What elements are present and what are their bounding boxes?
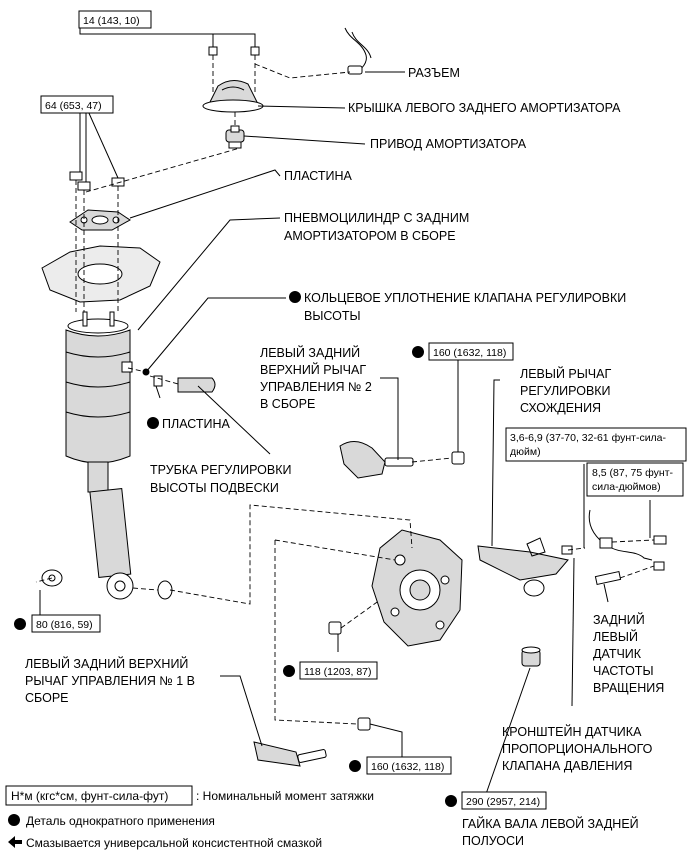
label-plate-mid: ПЛАСТИНА — [162, 417, 231, 431]
torque-36: 3,6-6,9 (37-70, 32-61 фунт-сила- дюйм) — [505, 427, 687, 462]
single-use-marker-plate — [147, 417, 159, 429]
torque-118: 118 (1203, 87) — [283, 661, 378, 680]
label-air-cylinder-1: ПНЕВМОЦИЛИНДР С ЗАДНИМ — [284, 211, 469, 225]
torque-85: 8,5 (87, 75 фунт- сила-дюймов) — [586, 462, 684, 497]
label-bracket-3: КЛАПАНА ДАВЛЕНИЯ — [502, 759, 632, 773]
part-labels: РАЗЪЕМ КРЫШКА ЛЕВОГО ЗАДНЕГО АМОРТИЗАТОР… — [25, 66, 664, 848]
label-speed-sensor-3: ДАТЧИК — [593, 647, 642, 661]
label-upper-arm1-2: РЫЧАГ УПРАВЛЕНИЯ № 1 В — [25, 674, 195, 688]
label-air-cylinder-2: АМОРТИЗАТОРОМ В СБОРЕ — [284, 229, 456, 243]
legend-unit-box — [5, 785, 193, 806]
torque-80: 80 (816, 59) — [14, 614, 101, 633]
label-toe-arm-1: ЛЕВЫЙ РЫЧАГ — [520, 366, 611, 381]
parts-illustration — [41, 27, 667, 767]
mount-nuts — [69, 171, 125, 191]
label-speed-sensor-4: ЧАСТОТЫ — [593, 664, 654, 678]
knuckle — [328, 529, 463, 647]
height-valve-parts — [142, 368, 216, 393]
label-bracket-1: КРОНШТЕЙН ДАТЧИКА — [502, 724, 642, 739]
label-upper-arm2-1: ЛЕВЫЙ ЗАДНИЙ — [260, 345, 360, 360]
label-speed-sensor-2: ЛЕВЫЙ — [593, 629, 638, 644]
label-shock-cover: КРЫШКА ЛЕВОГО ЗАДНЕГО АМОРТИЗАТОРА — [348, 101, 621, 115]
cover-nuts — [208, 46, 260, 56]
svg-text:14 (143, 10): 14 (143, 10) — [83, 15, 140, 27]
legend-grease-icon — [8, 836, 22, 848]
label-plate-top: ПЛАСТИНА — [284, 169, 353, 183]
torque-160a: 160 (1632, 118) — [412, 342, 514, 361]
leader-lines — [39, 22, 651, 795]
torque-290: 290 (2957, 214) — [445, 791, 547, 810]
toe-arm — [477, 537, 573, 597]
svg-text:118 (1203, 87): 118 (1203, 87) — [304, 666, 372, 678]
connector-plug — [347, 65, 363, 75]
legend-unit-label: Н*м (кгс*см, фунт-сила-фут) — [11, 789, 168, 803]
label-toe-arm-3: СХОЖДЕНИЯ — [520, 401, 601, 415]
connector-wire — [344, 27, 372, 73]
torque-64: 64 (653, 47) — [40, 95, 114, 114]
speed-sensor — [588, 509, 667, 586]
label-upper-arm1-3: СБОРЕ — [25, 691, 69, 705]
legend-single-use: Деталь однократного применения — [26, 814, 215, 828]
label-oring-2: ВЫСОТЫ — [304, 309, 361, 323]
svg-text:160 (1632, 118): 160 (1632, 118) — [371, 761, 444, 773]
torque-160b: 160 (1632, 118) — [349, 756, 452, 775]
svg-text:сила-дюймов): сила-дюймов) — [592, 481, 661, 493]
label-upper-arm2-2: ВЕРХНИЙ РЫЧАГ — [260, 362, 366, 377]
label-upper-arm1-1: ЛЕВЫЙ ЗАДНИЙ ВЕРХНИЙ — [25, 656, 188, 671]
legend-grease: Смазывается универсальной консистентной … — [26, 836, 322, 850]
torque-14: 14 (143, 10) — [78, 10, 152, 29]
label-upper-arm2-3: УПРАВЛЕНИЯ № 2 — [260, 380, 372, 394]
label-axle-nut-2: ПОЛУОСИ — [462, 834, 524, 848]
shock-absorber — [87, 461, 134, 600]
label-connector: РАЗЪЕМ — [408, 66, 460, 80]
svg-text:80 (816, 59): 80 (816, 59) — [36, 619, 93, 631]
svg-text:8,5 (87, 75 фунт-: 8,5 (87, 75 фунт- — [592, 467, 673, 479]
svg-text:160 (1632, 118): 160 (1632, 118) — [433, 347, 506, 359]
assembly-lines — [35, 55, 655, 725]
torque-boxes: 14 (143, 10) 64 (653, 47) 160 (1632, 118… — [14, 10, 687, 810]
actuator — [225, 125, 245, 149]
label-toe-arm-2: РЕГУЛИРОВКИ — [520, 384, 611, 398]
legend: Н*м (кгс*см, фунт-сила-фут) : Номинальны… — [5, 785, 374, 850]
upper-arm-1 — [253, 717, 371, 767]
air-cylinder — [65, 311, 133, 464]
label-speed-sensor-5: ВРАЩЕНИЯ — [593, 681, 664, 695]
label-oring-1: КОЛЬЦЕВОЕ УПЛОТНЕНИЕ КЛАПАНА РЕГУЛИРОВКИ — [304, 291, 626, 305]
label-tube-1: ТРУБКА РЕГУЛИРОВКИ — [150, 463, 291, 477]
legend-single-use-icon — [8, 814, 20, 826]
upper-arm-2 — [339, 441, 465, 479]
label-upper-arm2-4: В СБОРЕ — [260, 397, 315, 411]
label-actuator: ПРИВОД АМОРТИЗАТОРА — [370, 137, 527, 151]
axle-nut — [521, 646, 541, 667]
shock-cover — [202, 80, 264, 113]
label-speed-sensor-1: ЗАДНИЙ — [593, 612, 645, 627]
svg-text:дюйм): дюйм) — [510, 446, 541, 458]
svg-text:64 (653, 47): 64 (653, 47) — [45, 100, 102, 112]
legend-unit-desc: : Номинальный момент затяжки — [196, 789, 374, 803]
label-tube-2: ВЫСОТЫ ПОДВЕСКИ — [150, 481, 279, 495]
svg-text:3,6-6,9 (37-70, 32-61 фунт-сил: 3,6-6,9 (37-70, 32-61 фунт-сила- — [510, 432, 667, 444]
single-use-marker-oring — [289, 291, 301, 303]
label-bracket-2: ПРОПОРЦИОНАЛЬНОГО — [502, 742, 653, 756]
label-axle-nut-1: ГАЙКА ВАЛА ЛЕВОЙ ЗАДНЕЙ — [462, 816, 639, 831]
svg-text:290 (2957, 214): 290 (2957, 214) — [466, 796, 540, 808]
